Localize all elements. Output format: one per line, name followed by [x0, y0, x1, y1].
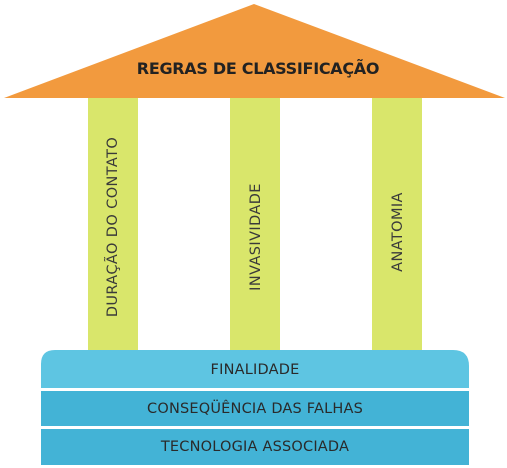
- base-layer-purpose: [41, 350, 469, 388]
- base-layer-associated-technology: [41, 429, 469, 465]
- pillar-anatomy: [372, 96, 422, 358]
- base-label-associated-technology: TECNOLOGIA ASSOCIADA: [160, 439, 349, 455]
- roof-triangle: [4, 4, 505, 98]
- base-label-purpose: FINALIDADE: [211, 362, 300, 378]
- base-layer-failure-consequence: [41, 391, 469, 426]
- pillar-label-anatomy: ANATOMIA: [390, 192, 406, 272]
- pillar-label-contact-duration: DURAÇÃO DO CONTATO: [104, 137, 121, 317]
- roof: REGRAS DE CLASSIFICAÇÃO: [4, 4, 505, 98]
- pillar-label-invasiveness: INVASIVIDADE: [248, 183, 264, 291]
- base-label-failure-consequence: CONSEQÜÊNCIA DAS FALHAS: [147, 399, 363, 417]
- roof-title: REGRAS DE CLASSIFICAÇÃO: [137, 59, 379, 78]
- pillar-invasiveness: [230, 96, 280, 358]
- base: FINALIDADE CONSEQÜÊNCIA DAS FALHAS TECNO…: [41, 350, 469, 465]
- pillar-contact-duration: [88, 96, 138, 358]
- pillars: DURAÇÃO DO CONTATO INVASIVIDADE ANATOMIA: [88, 96, 422, 358]
